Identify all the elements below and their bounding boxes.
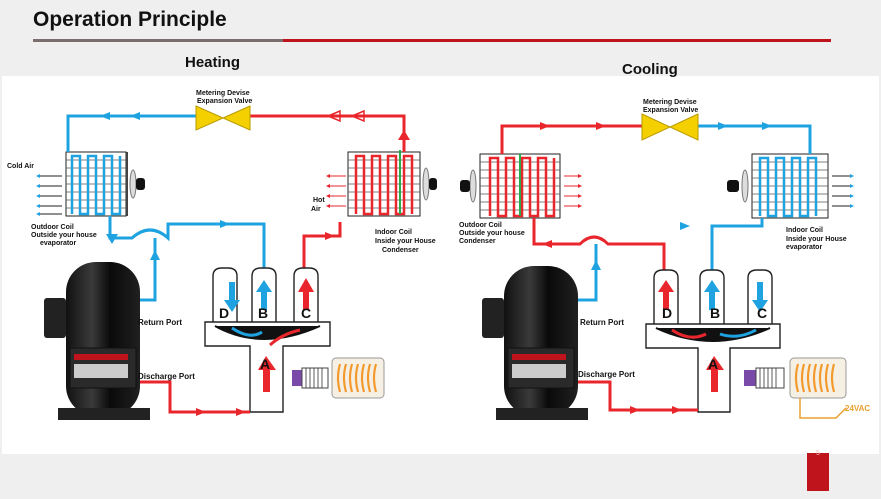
- page-number-tab: [807, 453, 829, 491]
- heating-outdoor-label-1: Outdoor Coil: [31, 224, 74, 231]
- cooling-outdoor-coil: [460, 153, 561, 219]
- heating-outdoor-coil: [65, 151, 145, 217]
- cooling-port-a: A: [708, 356, 719, 372]
- heating-cold-air-label: Cold Air: [7, 163, 34, 170]
- heating-expansion-valve-icon: [195, 105, 251, 131]
- cooling-diagram: [460, 113, 854, 420]
- heating-valve-label-1: Metering Devise: [196, 90, 250, 97]
- heating-return-port-label: Return Port: [138, 318, 182, 327]
- cooling-indoor-air-arrows: [832, 174, 854, 208]
- cooling-reversing-valve: [645, 269, 781, 413]
- heating-cold-air-arrows: [36, 174, 62, 216]
- cooling-hot-gas-line: [532, 218, 666, 270]
- cooling-discharge-line: [578, 380, 698, 412]
- heating-port-a: A: [260, 356, 271, 372]
- heating-discharge-port-label: Discharge Port: [138, 372, 195, 381]
- page-number: 5: [816, 450, 820, 457]
- diagram-panel: [2, 76, 879, 454]
- heating-indoor-coil: [347, 150, 437, 217]
- heating-liquid-line-hot: [250, 114, 406, 152]
- heating-hot-air-label-2: Air: [311, 206, 321, 213]
- heating-hot-air-arrows: [326, 174, 346, 208]
- title-underline-grey: [33, 39, 283, 42]
- cooling-indoor-coil: [727, 153, 829, 219]
- heating-port-c: C: [301, 305, 312, 321]
- heating-liquid-line-cold: [66, 114, 196, 152]
- heating-port-d: D: [219, 305, 230, 321]
- cooling-port-c: C: [757, 305, 768, 321]
- cooling-expansion-valve-icon: [641, 113, 699, 141]
- cooling-port-b: B: [710, 305, 721, 321]
- heating-indoor-label-1: Indoor Coil: [375, 229, 412, 236]
- cooling-indoor-label-3: evaporator: [786, 244, 823, 251]
- cooling-return-port-label: Return Port: [580, 318, 624, 327]
- cooling-indoor-label-1: Indoor Coil: [786, 227, 823, 234]
- heating-indoor-label-3: Condenser: [382, 247, 419, 254]
- heating-discharge-line: [140, 380, 250, 414]
- cooling-outdoor-label-2: Outside your house: [459, 230, 525, 237]
- cooling-return-line: [578, 244, 598, 302]
- cooling-solenoid-coil: [744, 357, 847, 419]
- cooling-outdoor-label-1: Outdoor Coil: [459, 222, 502, 229]
- cooling-port-d: D: [662, 305, 673, 321]
- heating-valve-label-2: Expansion Valve: [197, 98, 253, 105]
- heating-diagram: [36, 105, 437, 420]
- heating-solenoid-coil: [292, 357, 385, 399]
- cooling-suction-line: [710, 218, 764, 270]
- heating-suction-line: [108, 216, 266, 270]
- cooling-valve-label-2: Expansion Valve: [643, 107, 699, 114]
- cooling-title: Cooling: [622, 61, 678, 78]
- cooling-liquid-line-cold: [698, 124, 812, 154]
- heating-outdoor-label-2: Outside your house: [31, 232, 97, 239]
- cooling-liquid-line-hot: [500, 124, 642, 154]
- cooling-discharge-port-label: Discharge Port: [578, 370, 635, 379]
- heating-outdoor-label-3: evaporator: [40, 240, 77, 247]
- cooling-outdoor-air-arrows: [564, 174, 582, 208]
- heating-hot-air-label-1: Hot: [313, 197, 325, 204]
- heating-compressor: [44, 262, 150, 420]
- heating-title: Heating: [185, 54, 241, 71]
- cooling-indoor-label-2: Inside your House: [786, 236, 847, 243]
- title-underline-red: [283, 39, 831, 42]
- heating-port-b: B: [258, 305, 269, 321]
- cooling-flow-arrows-top: [540, 122, 772, 130]
- cooling-compressor: [482, 266, 588, 420]
- cooling-valve-label-1: Metering Devise: [643, 99, 697, 106]
- heating-return-line: [140, 238, 157, 302]
- heating-discharge-to-condenser: [302, 222, 342, 270]
- heating-indoor-label-2: Inside your House: [375, 238, 436, 245]
- heating-flow-arrows-top: [100, 109, 410, 140]
- cooling-voltage-label: 24VAC: [845, 404, 871, 413]
- cooling-outdoor-label-3: Condenser: [459, 238, 496, 245]
- slide-title: Operation Principle: [33, 8, 227, 31]
- heating-reversing-valve: [204, 267, 331, 413]
